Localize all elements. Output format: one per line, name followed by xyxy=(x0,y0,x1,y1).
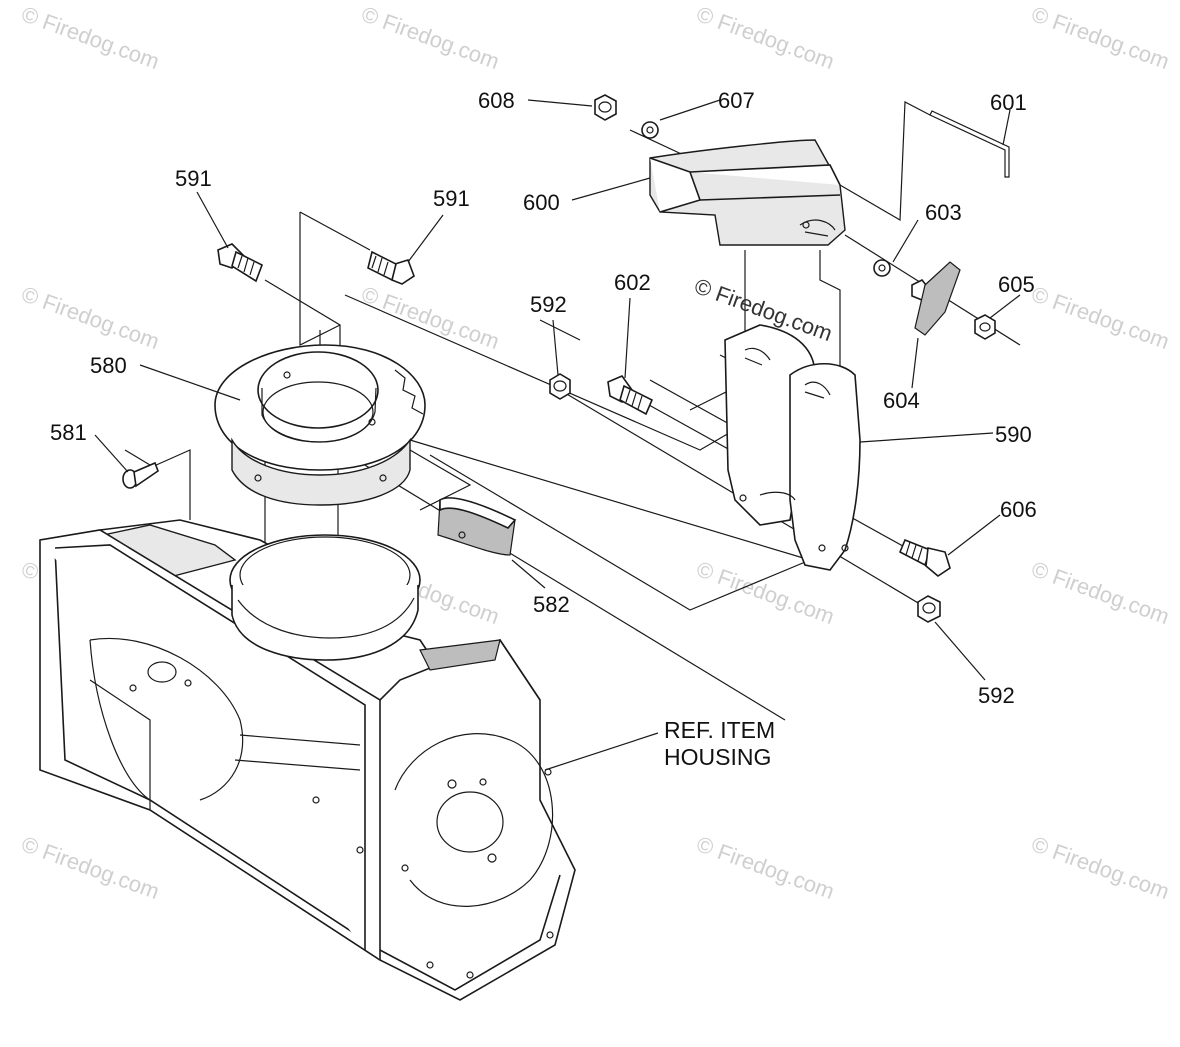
watermark-text: © Firedog.com xyxy=(693,1,837,74)
watermark-text: © Firedog.com xyxy=(1028,1,1172,74)
watermark-text: © Firedog.com xyxy=(1028,556,1172,629)
label-part-580: 580 xyxy=(90,353,127,378)
watermark-text: © Firedog.com xyxy=(693,831,837,904)
part-603-washer xyxy=(873,259,891,277)
label-part-602: 602 xyxy=(614,270,651,295)
part-581-screw xyxy=(122,461,159,489)
watermark-text: © Firedog.com xyxy=(1028,281,1172,354)
watermark-text: © Firedog.com xyxy=(358,281,502,354)
part-591-bolt-right xyxy=(367,250,415,285)
part-592-nut-upper xyxy=(549,373,571,400)
part-607-washer xyxy=(641,121,659,139)
part-591-bolt-left xyxy=(217,243,264,283)
label-part-591-right: 591 xyxy=(433,186,470,211)
housing-ref-item xyxy=(39,519,576,1001)
part-590-bracket xyxy=(724,324,861,571)
watermark-text: © Firedog.com xyxy=(358,1,502,74)
watermark-text: © Firedog.com xyxy=(18,281,162,354)
watermark-text: © Firedog.com xyxy=(18,1,162,74)
label-part-582: 582 xyxy=(533,592,570,617)
part-605-nut xyxy=(974,314,996,340)
part-580-chute-ring xyxy=(214,344,426,506)
leader-lines xyxy=(94,99,1021,771)
watermark-text: © Firedog.com xyxy=(1028,831,1172,904)
label-part-605: 605 xyxy=(998,272,1035,297)
label-part-604: 604 xyxy=(883,388,920,413)
label-ref-item-line2: HOUSING xyxy=(664,744,771,770)
part-608-nut xyxy=(594,94,617,121)
label-part-608: 608 xyxy=(478,88,515,113)
label-part-590: 590 xyxy=(995,422,1032,447)
part-601-pin xyxy=(929,110,1010,178)
label-part-603: 603 xyxy=(925,200,962,225)
label-part-601: 601 xyxy=(990,90,1027,115)
label-part-606: 606 xyxy=(1000,497,1037,522)
part-600-deflector xyxy=(649,139,846,246)
label-part-581: 581 xyxy=(50,420,87,445)
label-part-607: 607 xyxy=(718,88,755,113)
part-604-knob xyxy=(911,261,961,336)
part-592-nut-lower xyxy=(917,595,941,623)
part-582-shield xyxy=(437,497,517,556)
part-602-bolt xyxy=(607,375,654,416)
part-606-bolt xyxy=(898,538,951,577)
label-part-592-upper: 592 xyxy=(530,292,567,317)
label-ref-item-line1: REF. ITEM xyxy=(664,717,775,743)
part-labels: 608 607 601 600 603 591 591 605 592 602 … xyxy=(50,88,1037,770)
label-part-592-lower: 592 xyxy=(978,683,1015,708)
watermark-text: © Firedog.com xyxy=(18,831,162,904)
label-part-600: 600 xyxy=(523,190,560,215)
label-part-591-left: 591 xyxy=(175,166,212,191)
